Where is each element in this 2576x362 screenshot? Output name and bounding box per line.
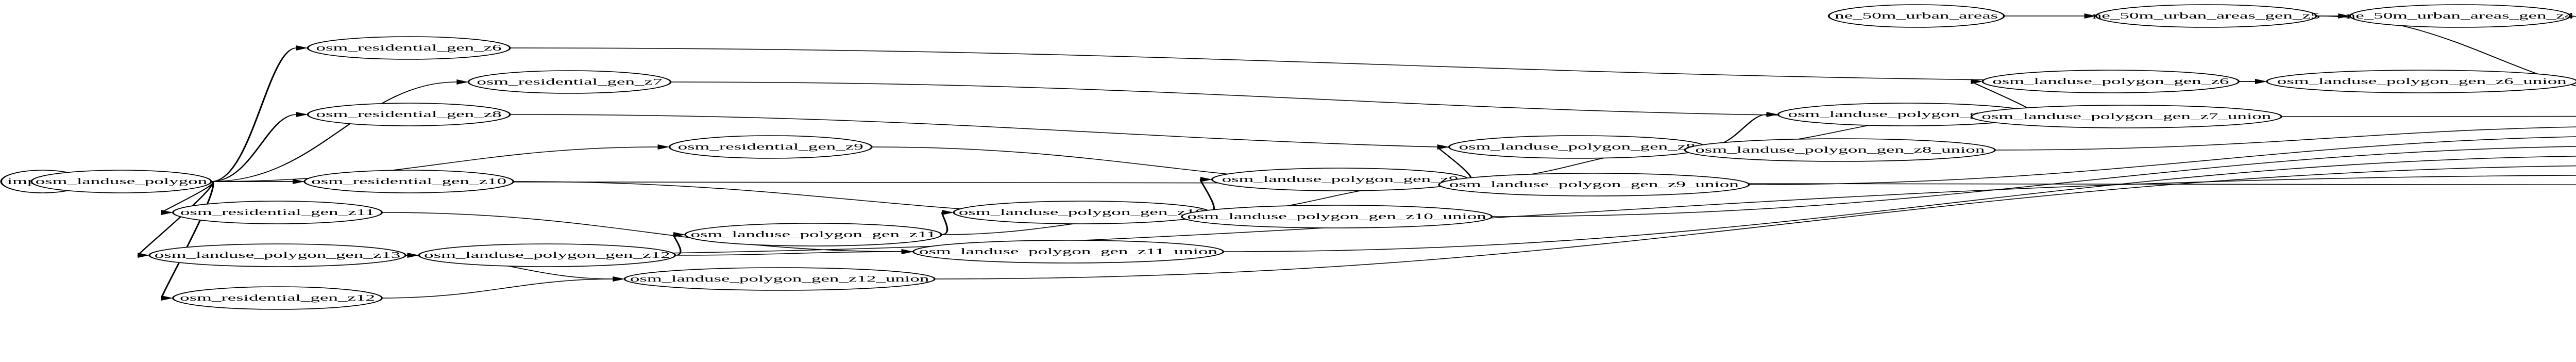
node-shape (1211, 168, 1469, 191)
node-ne_50m_urban_areas[interactable]: ne_50m_urban_areas (1827, 4, 2005, 28)
node-shape (953, 201, 1211, 224)
edge-osm_landuse_polygon_gen_z12-to-osm_landuse_polygon_gen_z11_union (675, 251, 902, 256)
arrowhead (296, 112, 308, 117)
edge-osm_landuse_polygon_gen_z13-to-layer_landuse-z13 (405, 175, 2576, 256)
node-osm_landuse_polygon[interactable]: osm_landuse_polygon (30, 170, 212, 193)
node-shape (307, 36, 511, 60)
node-shape (684, 223, 942, 246)
arrowhead (1971, 79, 1983, 84)
node-osm_residential_gen_z7[interactable]: osm_residential_gen_z7 (467, 70, 672, 94)
node-shape (2095, 4, 2317, 28)
node-shape (307, 103, 511, 126)
node-osm_residential_gen_z12[interactable]: osm_residential_gen_z12 (172, 286, 383, 310)
arrowhead (2255, 79, 2267, 84)
arrowhead (296, 45, 308, 51)
edge-osm_residential_gen_z12-to-osm_landuse_polygon_gen_z12_union (382, 278, 614, 299)
arrowhead (161, 210, 174, 215)
node-osm_landuse_polygon_gen_z8_union[interactable]: osm_landuse_polygon_gen_z8_union (1684, 138, 1996, 162)
node-shape (668, 135, 873, 159)
edge-osm_residential_gen_z7-to-osm_landuse_polygon_gen_z7_union (670, 81, 1960, 117)
node-shape (467, 70, 672, 94)
arrowhead (942, 210, 954, 215)
edge-osm_landuse_polygon_gen_z11_union-to-layer_landuse-z11 (1223, 156, 2576, 252)
edge-osm_landuse_polygon-to-osm_residential_gen_z12 (161, 181, 214, 299)
edge-osm_landuse_polygon_gen_z12_union-to-layer_landuse-z12 (935, 165, 2576, 279)
node-shape (1981, 70, 2240, 93)
edge-osm_landuse_polygon_gen_z10-to-osm_landuse_polygon_gen_z9 (1199, 179, 1215, 213)
node-shape (172, 286, 383, 310)
node-osm_landuse_polygon_gen_z10_union[interactable]: osm_landuse_polygon_gen_z10_union (1180, 205, 1493, 228)
edge-osm_landuse_polygon_gen_z8_union-to-layer_landuse-z8 (1995, 126, 2576, 151)
node-osm_landuse_polygon_gen_z9_union[interactable]: osm_landuse_polygon_gen_z9_union (1438, 173, 1750, 196)
node-shape (1448, 135, 1706, 159)
edge-osm_landuse_polygon_gen_z9_union-to-layer_landuse-z9 (1749, 136, 2576, 185)
node-shape (1827, 4, 2005, 28)
node-osm_landuse_polygon_gen_z8[interactable]: osm_landuse_polygon_gen_z8 (1448, 135, 1706, 159)
node-osm_landuse_polygon_gen_z13[interactable]: osm_landuse_polygon_gen_z13 (148, 243, 406, 267)
node-shape (2266, 70, 2576, 93)
node-shape (623, 267, 936, 291)
node-osm_landuse_polygon_gen_z12_union[interactable]: osm_landuse_polygon_gen_z12_union (623, 267, 936, 291)
node-shape (1438, 173, 1750, 196)
node-shape (1180, 205, 1493, 228)
edge-osm_residential_gen_z6-to-osm_landuse_polygon_gen_z6_union (510, 47, 2256, 82)
arrowhead (1766, 112, 1778, 117)
edge-osm_landuse_polygon_gen_z10_union-to-layer_landuse-z10 (1492, 146, 2576, 217)
node-osm_landuse_polygon_gen_z7_union[interactable]: osm_landuse_polygon_gen_z7_union (1970, 105, 2282, 128)
node-osm_landuse_polygon_gen_z11[interactable]: osm_landuse_polygon_gen_z11 (684, 223, 942, 246)
node-osm_residential_gen_z6[interactable]: osm_residential_gen_z6 (307, 36, 511, 60)
arrowhead (657, 144, 670, 150)
node-shape (1684, 138, 1996, 162)
node-shape (418, 243, 676, 267)
node-shape (172, 201, 383, 224)
edge-osm_landuse_polygon_gen_z12-to-osm_landuse_polygon_gen_z11 (673, 234, 682, 256)
nodes-layer: imposm3osm_landuse_polygonosm_residentia… (0, 4, 2576, 310)
node-shape (30, 170, 212, 193)
arrowhead (1200, 177, 1212, 182)
node-ne_50m_urban_areas_gen_z4[interactable]: ne_50m_urban_areas_gen_z4 (2346, 4, 2574, 28)
arrowhead (138, 253, 150, 258)
edge-osm_landuse_polygon-to-osm_residential_gen_z8 (211, 114, 297, 182)
node-shape (912, 240, 1225, 264)
edge-osm_landuse_polygon-to-osm_residential_gen_z6 (211, 47, 297, 182)
node-shape (148, 243, 406, 267)
edges-layer (19, 13, 2576, 301)
node-osm_landuse_polygon_gen_z11_union[interactable]: osm_landuse_polygon_gen_z11_union (912, 240, 1225, 264)
node-osm_landuse_polygon_gen_z9[interactable]: osm_landuse_polygon_gen_z9 (1211, 168, 1469, 191)
node-osm_landuse_polygon_gen_z12[interactable]: osm_landuse_polygon_gen_z12 (418, 243, 676, 267)
node-osm_landuse_polygon_gen_z6_union[interactable]: osm_landuse_polygon_gen_z6_union (2266, 70, 2576, 93)
node-osm_residential_gen_z10[interactable]: osm_residential_gen_z10 (303, 170, 515, 193)
node-osm_residential_gen_z11[interactable]: osm_residential_gen_z11 (172, 201, 383, 224)
node-shape (2349, 4, 2571, 28)
edge-osm_landuse_polygon-to-osm_landuse_polygon_gen_z13 (137, 181, 214, 256)
arrowhead (456, 79, 469, 85)
node-ne_50m_urban_areas_gen_z5[interactable]: ne_50m_urban_areas_gen_z5 (2092, 4, 2320, 28)
node-shape (1970, 105, 2282, 128)
node-shape (303, 170, 515, 193)
node-osm_residential_gen_z8[interactable]: osm_residential_gen_z8 (307, 103, 511, 126)
node-osm_residential_gen_z9[interactable]: osm_residential_gen_z9 (668, 135, 873, 159)
arrowhead (613, 276, 625, 282)
edge-osm_residential_gen_z11-to-osm_landuse_polygon_gen_z11_union (382, 212, 902, 252)
edge-ne_50m_urban_areas_gen_z4-to-layer_landuse-z4 (2570, 15, 2576, 17)
node-osm_landuse_polygon_gen_z6[interactable]: osm_landuse_polygon_gen_z6 (1981, 70, 2240, 93)
node-osm_landuse_polygon_gen_z10[interactable]: osm_landuse_polygon_gen_z10 (953, 201, 1211, 224)
edge-osm_landuse_polygon-to-osm_residential_gen_z7 (211, 81, 457, 182)
arrowhead (161, 295, 174, 301)
edge-osm_landuse_polygon-to-osm_residential_gen_z9 (211, 146, 658, 182)
edge-osm_landuse_polygon_gen_z11-to-osm_landuse_polygon_gen_z10 (941, 212, 948, 235)
arrowhead (2084, 13, 2096, 19)
arrowhead (901, 249, 914, 254)
